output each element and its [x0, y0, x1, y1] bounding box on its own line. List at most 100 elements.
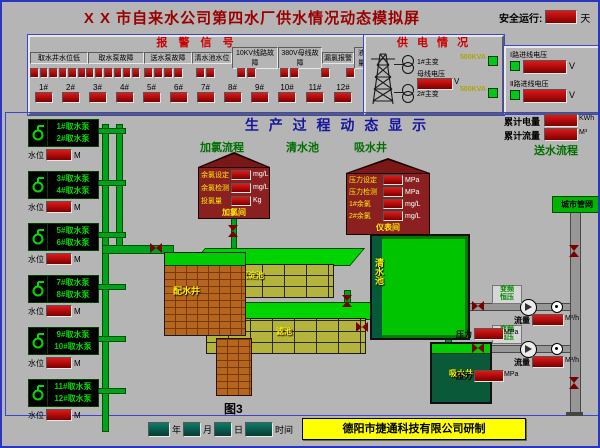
intake-well-unit[interactable]: 3#取水泵 4#取水泵 水位 M: [28, 170, 99, 218]
house-row-label: 压力设定: [349, 177, 377, 184]
suction-well-label: 吸水井: [449, 369, 473, 378]
incoming-unit: V: [569, 90, 576, 100]
chlorination-house[interactable]: 余氯设定 mg/L 余氯检测 mg/L 投氯量 Kg 加氯间: [198, 152, 270, 219]
company-credit: 德阳市捷通科技有限公司研制: [302, 418, 526, 440]
alarm-number-lamp: [61, 91, 80, 103]
instrument-house[interactable]: 压力设定 MPa 压力检测 MPa 1#余氯 mg/L 2#余氯 mg/L 仪表…: [346, 158, 430, 235]
pressure-display: [474, 370, 504, 382]
alarm-lamp: [39, 68, 48, 78]
suction-well[interactable]: 吸水井: [430, 342, 492, 404]
alarm-lamp: [205, 68, 215, 78]
transformer-icon[interactable]: [401, 54, 415, 81]
house-row-unit: mg/L: [405, 212, 421, 220]
transformer-icon[interactable]: [401, 83, 415, 110]
delivery-pump-2[interactable]: [520, 341, 537, 358]
alarm-lamp: [95, 68, 104, 78]
alarm-indicator-row: [30, 67, 364, 79]
total-energy-display: [544, 114, 578, 127]
pool-wall: [372, 236, 382, 338]
alarm-lamp: [345, 68, 355, 78]
valve[interactable]: [228, 225, 238, 237]
backwash-tower[interactable]: [216, 338, 252, 396]
transformer-kva: 500KVA: [460, 54, 486, 61]
alarm-number: 3#: [93, 82, 102, 92]
valve[interactable]: [150, 243, 162, 253]
house-row-display: [231, 195, 251, 206]
alarm-panel: 报 警 信 号 取水井水位低 取水泵故障 送水泵故障 清水池水位 10KV线路故…: [28, 35, 376, 115]
alarm-lamp: [279, 68, 289, 78]
pump-icon: [28, 223, 48, 251]
distribution-well[interactable]: 配水井: [164, 252, 246, 336]
valve[interactable]: [569, 377, 579, 389]
pump-label: 10#取水泵: [54, 342, 92, 351]
alarm-number-lamp: [88, 91, 107, 103]
pump-label: 12#取水泵: [54, 394, 92, 403]
transformer-kva: 500KVA: [460, 86, 486, 93]
incoming-voltage-panel: Ⅰ路进线电压 V Ⅱ路进线电压 V: [504, 46, 598, 114]
power-wire: [394, 64, 403, 65]
alarm-headers: 取水井水位低 取水泵故障 送水泵故障 清水池水位 10KV线路故障 380V母线…: [30, 47, 376, 69]
house-roof: [198, 152, 270, 167]
pressure-label: 压力: [456, 330, 472, 339]
power-panel-title: 供 电 情 况: [396, 37, 472, 49]
valve[interactable]: [472, 301, 484, 311]
flow-meter-1[interactable]: [551, 301, 563, 313]
pump-label: 2#取水泵: [56, 134, 90, 143]
valve[interactable]: [356, 322, 368, 332]
alarm-number: 7#: [201, 82, 210, 92]
valve[interactable]: [342, 295, 352, 307]
total-energy-unit: KWh: [579, 115, 595, 122]
breaker-status-lamp[interactable]: [488, 88, 498, 98]
stage-label-delivery: 送水流程: [534, 145, 578, 157]
pump-label: 5#取水泵: [56, 226, 90, 235]
pump-label-box: 3#取水泵 4#取水泵: [47, 171, 99, 199]
house-row-display: [383, 175, 403, 185]
intake-well-unit[interactable]: 7#取水泵 8#取水泵 水位 M: [28, 274, 99, 322]
transformer-name: 2#主变: [417, 91, 439, 98]
intake-well-unit[interactable]: 9#取水泵 10#取水泵 水位 M: [28, 326, 99, 374]
safe-run-unit: 天: [580, 13, 591, 25]
alarm-number-lamp: [223, 91, 242, 103]
house-row-label: 1#余氯: [349, 201, 371, 208]
breaker-status-lamp[interactable]: [488, 56, 498, 66]
level-unit: M: [74, 410, 81, 420]
alarm-number-lamp: [34, 91, 53, 103]
house-roof: [346, 158, 430, 173]
incoming-status-lamp[interactable]: [510, 61, 520, 71]
alarm-header: 送水泵故障: [144, 52, 192, 64]
alarm-header: 10KV线路故障: [232, 47, 278, 69]
clear-water-pool[interactable]: 清水池: [370, 234, 470, 340]
alarm-number-lamp: [278, 91, 296, 103]
month-label: 月: [203, 424, 213, 435]
alarm-number: 6#: [174, 82, 183, 92]
alarm-number-lamp: [306, 91, 324, 103]
valve[interactable]: [569, 245, 579, 257]
time-label: 时间: [275, 424, 294, 435]
incoming-status-lamp[interactable]: [510, 90, 520, 100]
pump-icon: [28, 327, 48, 355]
bus-voltage-display: [417, 78, 453, 90]
process-title: 生 产 过 程 动 态 显 示: [244, 117, 430, 133]
house-row-display: [383, 211, 403, 221]
alarm-header: 清水池水位: [192, 52, 232, 64]
house-row-label: 压力检测: [349, 189, 377, 196]
day-display: [214, 421, 233, 437]
alarm-lamp: [163, 68, 173, 78]
safe-run-label: 安全运行:: [499, 13, 543, 25]
house-body: 压力设定 MPa 压力检测 MPa 1#余氯 mg/L 2#余氯 mg/L 仪表…: [346, 173, 430, 235]
valve[interactable]: [472, 343, 484, 353]
pylon-icon: [370, 51, 396, 107]
house-row-unit: MPa: [405, 188, 420, 196]
incoming-voltage-display: [523, 89, 567, 103]
level-display: [46, 357, 72, 369]
intake-stub-pipe: [96, 232, 126, 238]
flow-meter-2[interactable]: [551, 343, 563, 355]
alarm-number: 2#: [66, 82, 75, 92]
intake-stub-pipe: [96, 284, 126, 290]
delivery-pump-1[interactable]: [520, 299, 537, 316]
alarm-numbered-row: 1# 2# 3# 4# 5# 6# 7# 8# 9# 10# 11# 12#: [30, 79, 364, 106]
intake-well-unit[interactable]: 5#取水泵 6#取水泵 水位 M: [28, 222, 99, 270]
intake-well-unit[interactable]: 11#取水泵 12#取水泵 水位 M: [28, 378, 99, 426]
intake-well-unit[interactable]: 1#取水泵 2#取水泵 水位 M: [28, 118, 99, 166]
alarm-lamp: [49, 68, 58, 78]
